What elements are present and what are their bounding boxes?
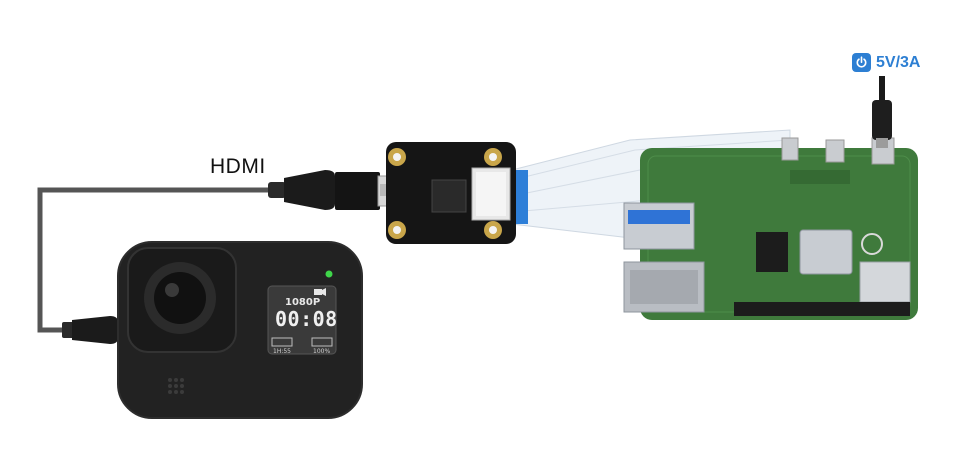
power-cable (872, 76, 892, 148)
video-icon (314, 288, 326, 296)
camera-status-right: 100% (313, 348, 330, 355)
camera-timer: 00:08 (275, 307, 338, 331)
hdmi-label: HDMI (210, 155, 266, 179)
hdmi-csi-adapter-board (386, 142, 516, 244)
power-label: 5V/3A (852, 53, 920, 72)
camera-status-left: 1H:55 (273, 348, 291, 355)
hdmi-plug-camera (62, 316, 118, 344)
raspberry-pi-board (624, 138, 918, 320)
led-icon (326, 271, 333, 278)
power-icon (852, 53, 871, 72)
power-spec: 5V/3A (876, 54, 920, 72)
